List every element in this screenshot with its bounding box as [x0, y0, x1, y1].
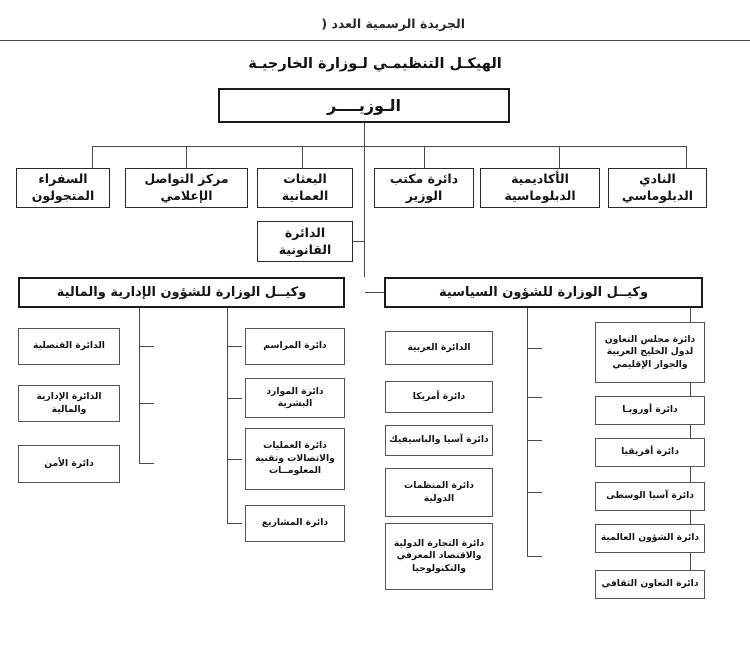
- node-global-affairs-department: دائرة الشؤون العالمية: [595, 524, 705, 553]
- header-divider: [0, 40, 750, 41]
- node-cultural-cooperation-department: دائرة التعاون الثقافي: [595, 570, 705, 599]
- connector-stub-consular: [140, 346, 154, 348]
- connector-stub-intl-trade: [528, 556, 542, 558]
- node-asia-pacific-department: دائرة آسيا والباسيفيك: [385, 425, 493, 456]
- connector-stub-operations-it: [228, 459, 242, 461]
- node-minister: الـوزيــــر: [218, 88, 510, 123]
- connector-admin-near-spine: [226, 308, 228, 524]
- node-central-asia-department: دائرة آسيا الوسطى: [595, 482, 705, 511]
- node-omani-missions: البعثات العمانية: [257, 168, 353, 208]
- connector-stub-protocol: [228, 346, 242, 348]
- node-security-department: دائرة الأمن: [18, 445, 120, 483]
- connector-stub-human-resources: [228, 398, 242, 400]
- node-international-organizations-department: دائرة المنظمات الدولية: [385, 468, 493, 517]
- connector-level2-bus: [93, 146, 687, 148]
- node-operations-communications-it-department: دائرة العمليات والاتصالات وتقنية المعلوم…: [245, 428, 345, 490]
- connector-central-spine: [363, 146, 365, 277]
- node-human-resources-department: دائرة الموارد البشرية: [245, 378, 345, 418]
- gazette-header-text: الجريدة الرسمية العدد (: [321, 16, 465, 31]
- node-gcc-regional-department: دائرة مجلس التعاون لدول الخليج العربية و…: [595, 322, 705, 383]
- node-international-trade-department: دائرة التجارة الدولية والاقتصاد المعرفي …: [385, 523, 493, 590]
- connector-stub-projects: [228, 523, 242, 525]
- node-consular-department: الدائرة القنصلية: [18, 328, 120, 365]
- connector-stub-asia-pacific: [528, 440, 542, 442]
- connector-stub-security: [140, 463, 154, 465]
- connector-political-near-spine: [526, 308, 528, 557]
- connector-drop-media-center: [185, 146, 187, 168]
- node-legal-department: الدائرة القانونية: [257, 221, 353, 262]
- node-americas-department: دائرة أمريكا: [385, 381, 493, 413]
- connector-stub-arab: [528, 348, 542, 350]
- node-europe-department: دائرة أوروبـا: [595, 396, 705, 425]
- node-undersecretary-administrative-financial: وكيــل الوزارة للشؤون الإدارية والمالية: [18, 277, 345, 308]
- node-arab-department: الدائرة العربية: [385, 331, 493, 365]
- node-diplomatic-academy: الأكاديمية الدبلوماسية: [480, 168, 600, 208]
- connector-stub-americas: [528, 397, 542, 399]
- connector-legal-link: [353, 241, 365, 243]
- connector-drop-diplomatic-academy: [558, 146, 560, 168]
- node-undersecretary-political-affairs: وكيــل الوزارة للشؤون السياسية: [384, 277, 703, 308]
- page-title: الهيكـل التنظيمـي لـوزارة الخارجيـة: [248, 56, 502, 72]
- node-projects-department: دائرة المشاريع: [245, 505, 345, 542]
- connector-admin-far-spine: [138, 308, 140, 464]
- connector-drop-omani-missions: [301, 146, 303, 168]
- connector-stub-admin-financial: [140, 403, 154, 405]
- node-media-communication-center: مركز التواصل الإعلامي: [125, 168, 248, 208]
- connector-drop-diplomatic-club: [685, 146, 687, 168]
- connector-minister-stem: [363, 123, 365, 146]
- node-protocol-department: دائرة المراسم: [245, 328, 345, 365]
- node-administrative-financial-department: الدائرة الإدارية والمالية: [18, 385, 120, 422]
- node-minister-office: دائرة مكتب الوزير: [374, 168, 474, 208]
- connector-drop-minister-office: [423, 146, 425, 168]
- node-roving-ambassadors: السفراء المتجولون: [16, 168, 110, 208]
- node-africa-department: دائرة أفريقيا: [595, 438, 705, 467]
- node-diplomatic-club: النادي الدبلوماسي: [608, 168, 707, 208]
- connector-stub-intl-organizations: [528, 492, 542, 494]
- connector-drop-roving-ambassadors: [91, 146, 93, 168]
